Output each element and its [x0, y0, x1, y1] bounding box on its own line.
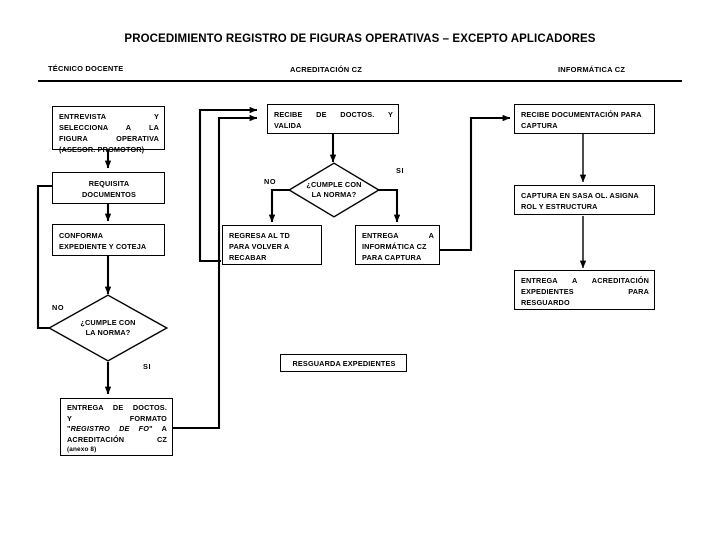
edge-label-si-td: SI	[143, 362, 152, 371]
node-line: LA NORMA?	[85, 328, 131, 337]
decision-cumple-norma-td[interactable]: ¿CUMPLE CON LA NORMA?	[48, 294, 168, 362]
node-line-italic: "REGISTRO DE FO" A	[67, 424, 167, 433]
edge-label-no-td: NO	[52, 303, 65, 312]
node-line: Y FORMATO	[67, 413, 167, 423]
node-line-anexo: (anexo 8)	[67, 446, 97, 453]
node-line: RECABAR	[229, 253, 267, 262]
node-line: ENTREGA A ACREDITACIÓN	[521, 276, 649, 285]
node-captura-sasa-ol[interactable]: CAPTURA EN SASA OL. ASIGNA ROL Y ESTRUCT…	[514, 185, 655, 215]
node-requisita-documentos[interactable]: REQUISITA DOCUMENTOS	[52, 172, 165, 204]
node-line: ROL Y ESTRUCTURA	[521, 202, 598, 211]
node-entrevista-selecciona[interactable]: ENTREVISTA Y SELECCIONA A LA FIGURA OPER…	[52, 106, 165, 154]
node-line: ENTREGA DE DOCTOS.	[67, 403, 167, 412]
node-entrega-doctos-formato[interactable]: ENTREGA DE DOCTOS. Y FORMATO "REGISTRO D…	[60, 398, 173, 456]
node-line: ¿CUMPLE CON	[306, 180, 362, 189]
node-line: VALIDA	[274, 121, 302, 130]
node-recibe-doctos-valida[interactable]: RECIBE DE DOCTOS. Y VALIDA	[267, 104, 399, 134]
node-line: INFORMÁTICA CZ	[362, 242, 427, 251]
column-header-informatica-cz: INFORMÁTICA CZ	[558, 65, 626, 74]
node-line: SELECCIONA A LA	[59, 123, 159, 132]
node-line: RESGUARDO	[521, 298, 570, 307]
node-line: PARA VOLVER A	[229, 242, 290, 251]
node-line: REQUISITA	[88, 179, 130, 188]
page-title: PROCEDIMIENTO REGISTRO DE FIGURAS OPERAT…	[124, 33, 596, 45]
node-line: ENTREVISTA Y	[59, 112, 159, 121]
node-line: DOCUMENTOS	[81, 190, 137, 199]
node-regresa-al-td[interactable]: REGRESA AL TD PARA VOLVER A RECABAR	[222, 225, 322, 265]
node-line: ENTREGA A	[362, 231, 434, 240]
node-line: EXPEDIENTES PARA	[521, 287, 649, 296]
node-recibe-documentacion-captura[interactable]: RECIBE DOCUMENTACIÓN PARA CAPTURA	[514, 104, 655, 134]
node-resguarda-expedientes[interactable]: RESGUARDA EXPEDIENTES	[280, 354, 407, 372]
node-line: FIGURA OPERATIVA	[59, 134, 159, 143]
node-line: RECIBE DOCUMENTACIÓN PARA	[521, 110, 642, 119]
node-line: ¿CUMPLE CON	[80, 318, 136, 327]
column-header-acreditacion-cz: ACREDITACIÓN CZ	[290, 65, 363, 74]
node-line: CAPTURA	[521, 121, 558, 130]
node-entrega-informatica-cz[interactable]: ENTREGA A INFORMÁTICA CZ PARA CAPTURA	[355, 225, 440, 265]
node-entrega-acreditacion-resguardo[interactable]: ENTREGA A ACREDITACIÓN EXPEDIENTES PARA …	[514, 270, 655, 310]
node-line: CONFORMA	[59, 231, 104, 240]
decision-cumple-norma-cz[interactable]: ¿CUMPLE CON LA NORMA?	[288, 162, 380, 218]
diamond-shape	[288, 162, 380, 218]
node-line: EXPEDIENTE Y COTEJA	[59, 242, 147, 251]
column-header-tecnico-docente: TÉCNICO DOCENTE	[48, 64, 124, 73]
node-line: RESGUARDA EXPEDIENTES	[292, 359, 396, 368]
edge-label-si-cz: SI	[396, 166, 405, 175]
node-conforma-expediente[interactable]: CONFORMA EXPEDIENTE Y COTEJA	[52, 224, 165, 256]
formato-name: REGISTRO DE FO	[70, 424, 150, 433]
diamond-shape	[48, 294, 168, 362]
node-line: ACREDITACIÓN CZ	[67, 434, 167, 444]
node-line: (ASESOR. PROMOTOR)	[59, 145, 145, 154]
edge-label-no-cz: NO	[264, 177, 277, 186]
node-line: PARA CAPTURA	[362, 253, 422, 262]
node-line: CAPTURA EN SASA OL. ASIGNA	[521, 191, 639, 200]
decision-label: ¿CUMPLE CON LA NORMA?	[48, 294, 168, 362]
node-line: LA NORMA?	[311, 190, 357, 199]
decision-label: ¿CUMPLE CON LA NORMA?	[288, 162, 380, 218]
node-line: RECIBE DE DOCTOS. Y	[274, 110, 393, 119]
header-divider	[38, 80, 682, 82]
node-line: REGRESA AL TD	[229, 231, 290, 240]
